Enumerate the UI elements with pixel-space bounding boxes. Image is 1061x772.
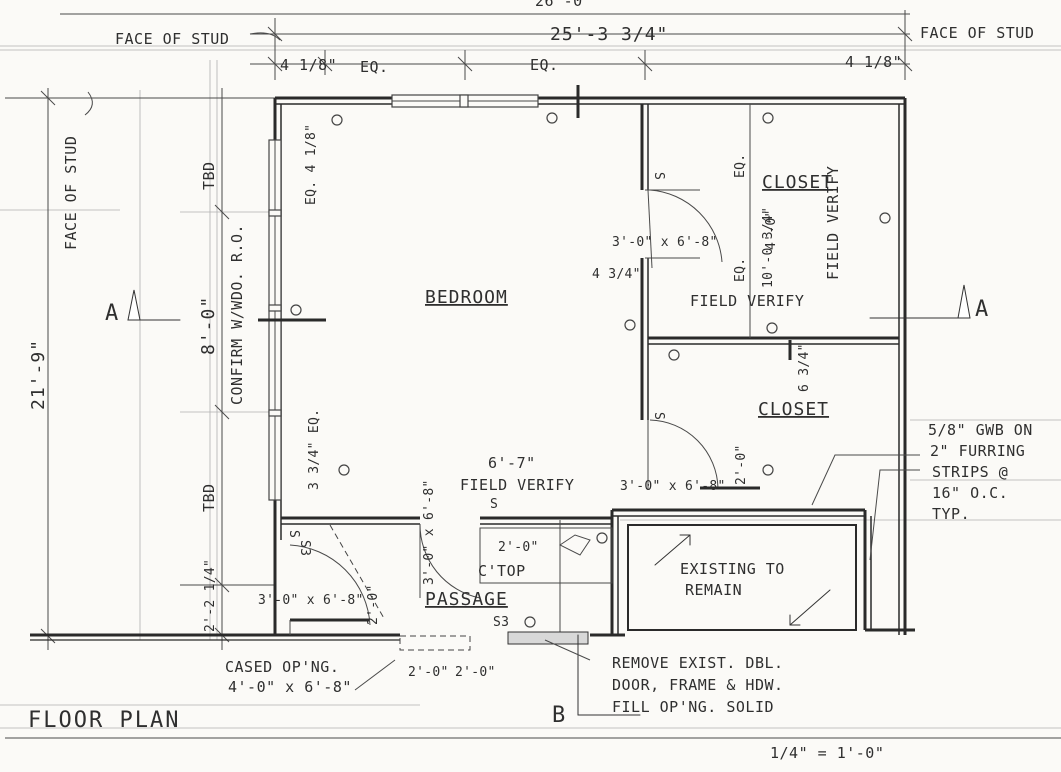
- dim-tbd-bottom: TBD: [200, 483, 218, 512]
- mark-s-passage: S: [490, 497, 498, 512]
- dim-closet-height: 4'-0": [764, 209, 779, 250]
- dim-passage-width: 6'-7": [488, 454, 536, 472]
- note-existing-1: EXISTING TO: [680, 560, 785, 578]
- top-dimensions: [60, 10, 913, 80]
- door-tag-passage: 3'-0" x 6'-8": [422, 479, 437, 585]
- note-gwb-3: STRIPS @: [932, 463, 1008, 481]
- dim-bottom-left: 2'-2 1/4": [203, 559, 218, 632]
- dim-wall-small: 4 3/4": [592, 267, 641, 282]
- dim-closet-width: 10'-0 3/4": [761, 207, 776, 288]
- section-a-right: [869, 284, 971, 319]
- dim-door-2ft-d: 2'-0": [408, 665, 449, 680]
- outlet-symbol: [668, 349, 680, 361]
- outlet-symbol: [338, 464, 350, 476]
- note-face-of-stud-left: FACE OF STUD: [115, 30, 229, 48]
- cased-opening-dashed: [399, 635, 471, 651]
- note-existing-2: REMAIN: [685, 581, 742, 599]
- note-cased-1: CASED OP'NG.: [225, 658, 339, 676]
- existing-arrow-up: [654, 534, 691, 566]
- outlet-symbol: [762, 464, 774, 476]
- mark-s-entry: S: [286, 530, 301, 538]
- dim-door-2ft-a: 2'-0": [734, 444, 749, 485]
- section-mark-a-left: A: [105, 301, 120, 326]
- dim-left-offset: 4 1/8": [280, 56, 337, 74]
- section-mark-a-right: A: [975, 297, 990, 322]
- dim-window-eq-top: EQ. 4 1/8": [304, 124, 319, 205]
- existing-arrow-down: [789, 589, 831, 626]
- sheet-scale: 1/4" = 1'-0": [770, 744, 884, 762]
- section-b: [577, 634, 641, 716]
- dim-left-overall: 21'-9": [28, 339, 49, 410]
- room-closet-bottom: CLOSET: [758, 399, 829, 420]
- top-window: [391, 85, 580, 118]
- dim-door-2ft-c: 2'-0": [498, 540, 539, 555]
- section-a-left: [127, 289, 181, 321]
- dim-tbd-top: TBD: [200, 161, 218, 190]
- existing-to-remain-box: [627, 524, 857, 631]
- dim-door-2ft-e: 2'-0": [455, 665, 496, 680]
- note-field-verify-vertical: FIELD VERIFY: [824, 166, 842, 280]
- outlet-symbol: [624, 319, 636, 331]
- dim-eq-closet-a: EQ.: [733, 154, 748, 178]
- section-mark-b: B: [552, 703, 567, 728]
- dim-top-overall: 26'-0": [535, 0, 592, 10]
- leaders: [84, 32, 920, 691]
- door-swings: [289, 189, 792, 626]
- dim-window-eq-bottom: 3 3/4" EQ.: [307, 409, 322, 490]
- outlet-symbol: [766, 322, 778, 334]
- dim-eq-left: EQ.: [360, 58, 389, 76]
- note-ctop: C'TOP: [478, 562, 526, 580]
- construction-lines: [0, 45, 1061, 729]
- door-tag-closet-top: 3'-0" x 6'-8": [612, 235, 718, 250]
- note-gwb-1: 5/8" GWB ON: [928, 421, 1033, 439]
- sheet-title: FLOOR PLAN: [28, 708, 180, 733]
- outlet-symbol: [762, 112, 774, 124]
- door-tag-closet-bottom: 3'-0" x 6'-8": [620, 479, 726, 494]
- note-gwb-5: TYP.: [932, 505, 970, 523]
- dim-door-2ft-b: 2'-0": [366, 584, 381, 625]
- outlets: [290, 112, 891, 628]
- counter-top: [479, 527, 613, 584]
- note-cased-2: 4'-0" x 6'-8": [228, 678, 352, 696]
- room-closet-top: CLOSET: [762, 172, 833, 193]
- outlet-symbol: [596, 532, 608, 544]
- dim-top-stud: 25'-3 3/4": [550, 24, 668, 45]
- note-face-of-stud-vertical: FACE OF STUD: [62, 136, 80, 250]
- dim-closet2-small: 6 3/4": [797, 343, 812, 392]
- note-confirm-wdo: CONFIRM W/WDO. R.O.: [228, 224, 246, 405]
- bottom-wall-hatch: [507, 631, 589, 645]
- note-remove-1: REMOVE EXIST. DBL.: [612, 654, 784, 672]
- dim-eq-closet-b: EQ.: [733, 258, 748, 282]
- outlet-symbol: [524, 616, 536, 628]
- note-gwb-4: 16" O.C.: [932, 484, 1008, 502]
- outlet-symbol: [290, 304, 302, 316]
- note-remove-2: DOOR, FRAME & HDW.: [612, 676, 784, 694]
- note-field-verify-passage: FIELD VERIFY: [460, 476, 574, 494]
- mark-s-closet: S: [651, 172, 666, 180]
- outlet-symbol: [879, 212, 891, 224]
- room-passage: PASSAGE: [425, 589, 508, 610]
- dim-right-offset: 4 1/8": [845, 53, 902, 71]
- left-windows: [258, 139, 326, 501]
- outlet-symbol: [331, 114, 343, 126]
- interior-walls: [281, 104, 899, 635]
- mark-s-closet2: S: [651, 412, 666, 420]
- note-gwb-2: 2" FURRING: [930, 442, 1025, 460]
- left-dimensions: [5, 88, 275, 650]
- room-bedroom: BEDROOM: [425, 287, 508, 308]
- mark-s53: S3: [297, 540, 312, 556]
- door-tag-entry: 3'-0" x 6'-8": [258, 593, 364, 608]
- dim-eq-right: EQ.: [530, 56, 559, 74]
- outlet-symbol: [546, 112, 558, 124]
- note-remove-3: FILL OP'NG. SOLID: [612, 698, 774, 716]
- note-field-verify-closet: FIELD VERIFY: [690, 292, 804, 310]
- note-face-of-stud-right: FACE OF STUD: [920, 24, 1034, 42]
- mark-s3: S3: [493, 615, 509, 630]
- dim-left-mid: 8'-0": [198, 296, 219, 355]
